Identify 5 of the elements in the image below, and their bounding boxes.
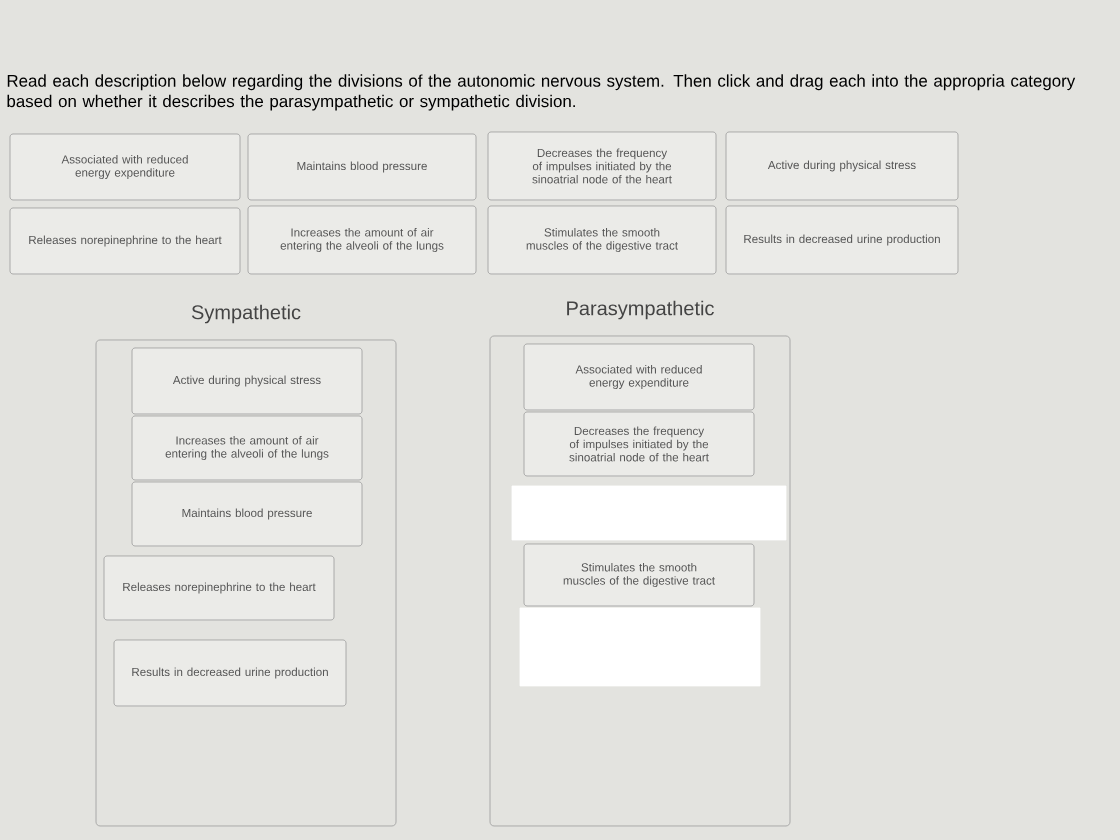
blank-box [519,607,761,687]
instruction-text: Read each description below regarding the divisions of the autonomic nervous system. Then click and drag each into the appropria category based on whether it describes the parasympathetic or sympathetic division. [7,74,1076,111]
category-heading: Parasympathetic [567,300,714,320]
blank-box [511,485,787,541]
category-heading: Sympathetic [191,304,301,324]
